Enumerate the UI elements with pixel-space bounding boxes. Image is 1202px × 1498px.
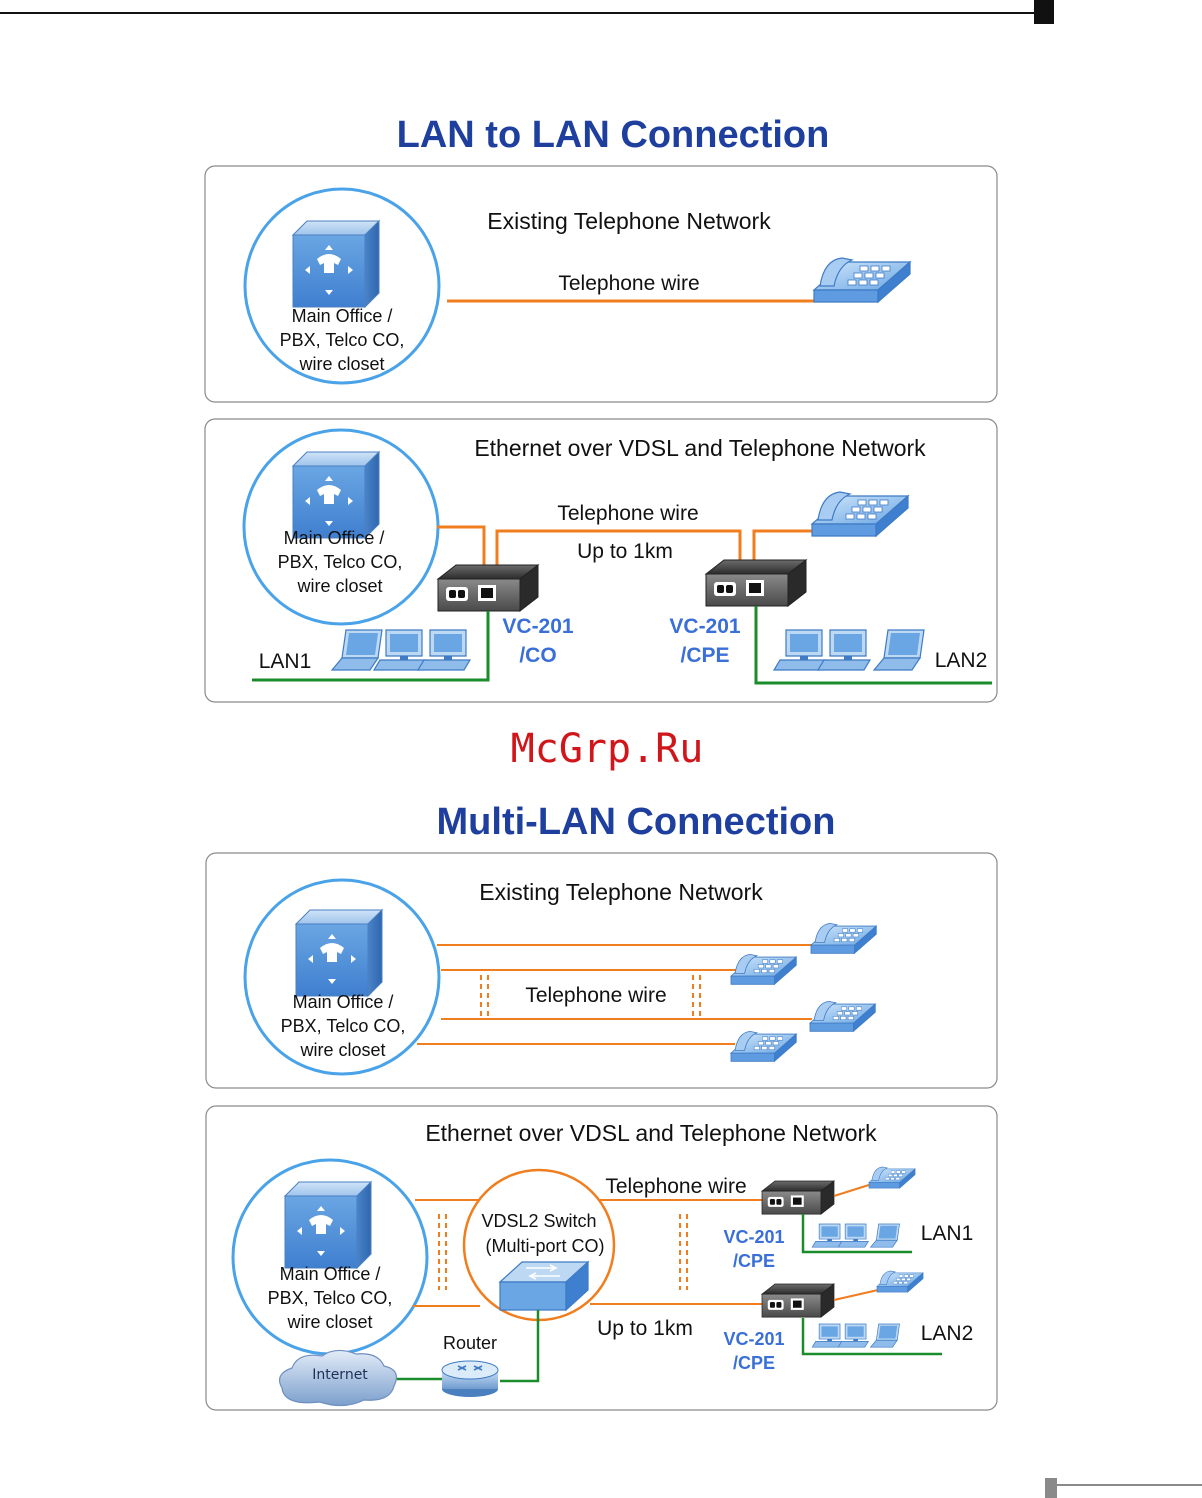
office-label-line3: wire closet (286, 1312, 372, 1332)
pbx-cube-icon (295, 909, 383, 997)
cpe1-model-line1: VC-201 (723, 1227, 784, 1247)
switch-to-router-cable (500, 1310, 540, 1383)
router-icon (441, 1360, 499, 1397)
header-tab-marker (1034, 0, 1054, 24)
cpe-model-line2: /CPE (680, 644, 729, 667)
internet-label: Internet (312, 1367, 368, 1383)
lan2-cable (801, 1318, 942, 1356)
vdsl2-switch-icon (498, 1260, 590, 1312)
cpe2-to-phone-wire (833, 1289, 879, 1301)
distance-label: Up to 1km (597, 1317, 693, 1340)
wire-bundle-dash-left (438, 1214, 447, 1290)
lan1-label: LAN1 (921, 1222, 974, 1245)
lan1-label: LAN1 (259, 650, 312, 673)
office-label-line2: PBX, Telco CO, (281, 1016, 406, 1036)
cpe-to-phone-wire (752, 529, 812, 565)
pbx-cube-icon (292, 451, 380, 539)
vc201-cpe2-device (761, 1283, 835, 1318)
wire-bundle-dash-right (679, 1214, 688, 1290)
office-to-co-wire (437, 525, 486, 565)
wire-bundle-dash-right (692, 975, 701, 1016)
panel-title: Existing Telephone Network (479, 879, 763, 905)
vc201-cpe-device (705, 559, 807, 607)
vc201-co-device (437, 564, 539, 612)
section1-title: LAN to LAN Connection (397, 114, 830, 156)
watermark: McGrp.Ru (511, 726, 704, 772)
cpe1-to-phone-wire (833, 1183, 873, 1197)
office-label-line1: Main Office / (280, 1264, 381, 1284)
wire-label: Telephone wire (605, 1175, 746, 1198)
office-label-line3: wire closet (298, 354, 384, 374)
office-label-line2: PBX, Telco CO, (280, 330, 405, 350)
office-label-line3: wire closet (296, 576, 382, 596)
cpe-model-line1: VC-201 (669, 615, 741, 638)
lan2-label: LAN2 (921, 1322, 974, 1345)
wire-label: Telephone wire (557, 502, 698, 525)
lan2-cable (754, 606, 992, 685)
lan1-cable (801, 1214, 912, 1254)
office-label-line1: Main Office / (284, 528, 385, 548)
switch-label-line1: VDSL2 Switch (481, 1211, 596, 1231)
pbx-cube-icon (292, 220, 380, 308)
footer-marker (1045, 1478, 1057, 1498)
panel-title: Existing Telephone Network (487, 208, 771, 234)
vc201-cpe1-device (761, 1180, 835, 1215)
distance-label: Up to 1km (577, 540, 673, 563)
cpe2-model-line2: /CPE (733, 1353, 775, 1373)
co-model-line1: VC-201 (502, 615, 574, 638)
wire-bundle-dash-left (480, 975, 489, 1016)
office-label-line3: wire closet (299, 1040, 385, 1060)
internet-cloud-icon (279, 1349, 397, 1407)
wire-label: Telephone wire (558, 272, 699, 295)
cpe2-model-line1: VC-201 (723, 1329, 784, 1349)
co-model-line2: /CO (519, 644, 556, 667)
pbx-cube-icon (284, 1181, 372, 1269)
vdsl-telephone-wire (495, 529, 742, 565)
office-label-line2: PBX, Telco CO, (278, 552, 403, 572)
router-label: Router (443, 1333, 497, 1353)
wire-label: Telephone wire (525, 984, 666, 1007)
office-label-line1: Main Office / (292, 306, 393, 326)
section2-title: Multi-LAN Connection (437, 801, 836, 843)
panel-title: Ethernet over VDSL and Telephone Network (474, 435, 926, 461)
lan2-label: LAN2 (935, 649, 988, 672)
office-label-line1: Main Office / (293, 992, 394, 1012)
panel-title: Ethernet over VDSL and Telephone Network (425, 1120, 877, 1146)
cpe1-model-line2: /CPE (733, 1251, 775, 1271)
office-label-line2: PBX, Telco CO, (268, 1288, 393, 1308)
switch-label-line2: (Multi-port CO) (485, 1236, 604, 1256)
lan1-cable (252, 611, 490, 682)
